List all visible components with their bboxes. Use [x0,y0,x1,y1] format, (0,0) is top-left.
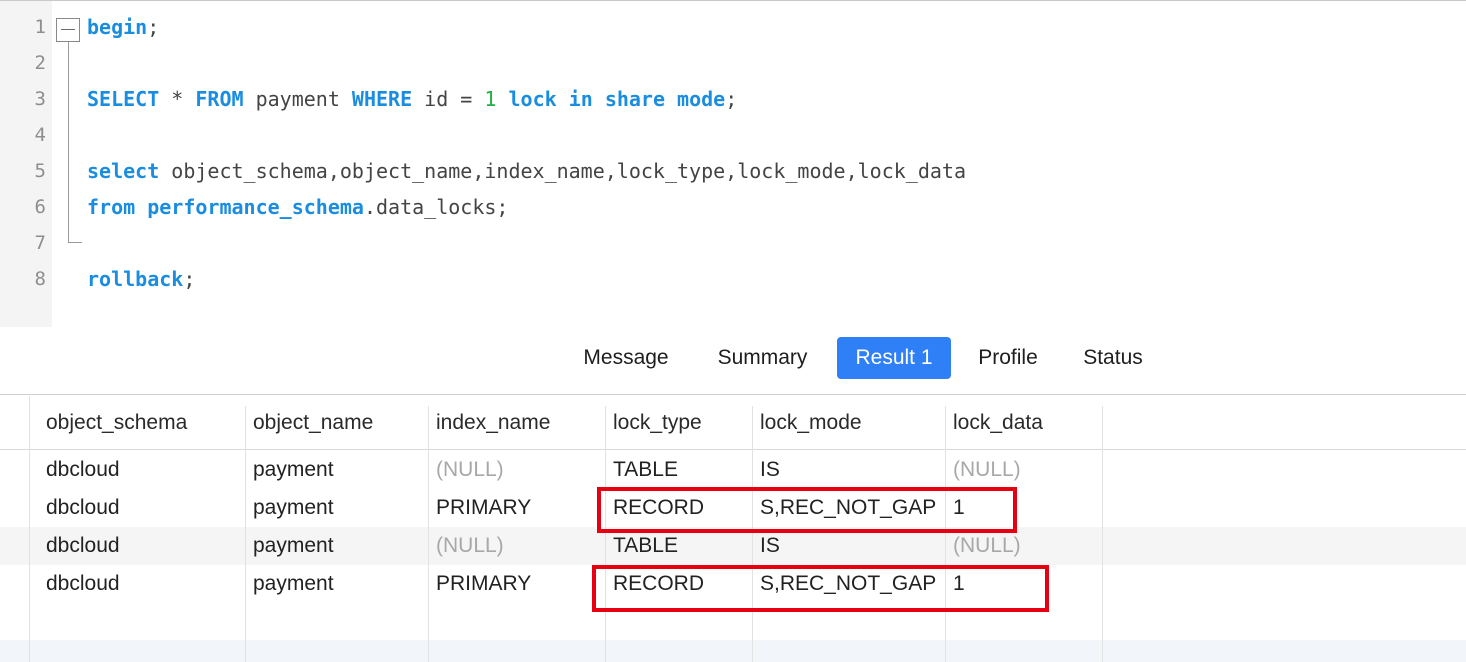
column-separator [29,396,30,662]
code-token: payment [243,87,352,111]
cell-object-name[interactable]: payment [253,458,334,481]
code-token: ; [183,267,196,291]
column-separator[interactable] [428,406,429,662]
code-token: select [87,159,160,183]
line-number: 7 [34,232,46,254]
cell-object-name[interactable]: payment [253,534,334,557]
cell-object-schema[interactable]: dbcloud [46,572,120,595]
line-number: 1 [34,16,46,38]
cell-index-name[interactable]: PRIMARY [436,496,532,519]
line-number: 3 [34,88,46,110]
column-header-lock-data[interactable]: lock_data [953,411,1043,434]
line-number-gutter: 1 2 3 4 5 6 7 8 [0,1,52,327]
column-separator[interactable] [752,406,753,662]
code-token: rollback [87,267,184,291]
cell-lock-data[interactable]: (NULL) [953,458,1021,481]
empty-row [0,640,1466,662]
tab-profile[interactable]: Profile [978,346,1038,369]
cell-lock-type[interactable]: TABLE [613,534,678,557]
result-grid[interactable]: object_schema object_name index_name loc… [0,396,1466,662]
cell-object-name[interactable]: payment [253,496,334,519]
code-token: from [87,195,136,219]
cell-lock-data[interactable]: 1 [953,572,965,595]
code-token: 1 [484,87,497,111]
result-tab-bar: Message Summary Result 1 Profile Status [0,327,1466,395]
column-header-object-schema[interactable]: object_schema [46,411,188,434]
column-header-lock-mode[interactable]: lock_mode [760,411,862,434]
cell-index-name[interactable]: (NULL) [436,534,504,557]
code-token: FROM [195,87,244,111]
code-token [496,87,508,111]
tab-result-1[interactable]: Result 1 [837,337,951,379]
column-header-lock-type[interactable]: lock_type [613,411,702,434]
code-line-3[interactable]: SELECT * FROM payment WHERE id = 1 lock … [87,81,737,117]
line-number: 6 [34,196,46,218]
cell-index-name[interactable]: PRIMARY [436,572,532,595]
column-header-index-name[interactable]: index_name [436,411,551,434]
line-number: 4 [34,124,46,146]
code-token: object_schema,object_name,index_name,loc… [159,159,966,183]
table-row[interactable]: dbcloud payment (NULL) TABLE IS (NULL) [0,451,1466,489]
cell-lock-mode[interactable]: IS [760,534,780,557]
code-token: SELECT [87,87,160,111]
cell-lock-mode[interactable]: S,REC_NOT_GAP [760,572,937,595]
column-separator[interactable] [605,406,606,662]
cell-lock-type[interactable]: TABLE [613,458,678,481]
empty-row [0,603,1466,640]
code-token [135,195,147,219]
code-token: * [159,87,196,111]
code-line-6[interactable]: from performance_schema.data_locks; [87,189,508,225]
code-line-1[interactable]: begin; [87,9,159,45]
code-token: ; [725,87,738,111]
cell-lock-data[interactable]: (NULL) [953,534,1021,557]
code-token: performance_schema [147,195,364,219]
table-row[interactable]: dbcloud payment PRIMARY RECORD S,REC_NOT… [0,489,1466,527]
cell-index-name[interactable]: (NULL) [436,458,504,481]
cell-lock-mode[interactable]: IS [760,458,780,481]
fold-collapse-icon[interactable] [56,18,80,42]
code-line-5[interactable]: select object_schema,object_name,index_n… [87,153,966,189]
code-token: id = [412,87,485,111]
fold-guide-end [68,242,82,243]
tab-summary[interactable]: Summary [717,346,808,369]
tab-message[interactable]: Message [583,346,669,369]
column-separator[interactable] [945,406,946,662]
cell-object-name[interactable]: payment [253,572,334,595]
line-number: 8 [34,268,46,290]
line-number: 2 [34,52,46,74]
cell-lock-mode[interactable]: S,REC_NOT_GAP [760,496,937,519]
fold-guide-line [68,42,69,242]
column-separator[interactable] [1102,406,1103,662]
cell-object-schema[interactable]: dbcloud [46,496,120,519]
code-token: ; [147,15,160,39]
code-token: WHERE [351,87,413,111]
cell-lock-type[interactable]: RECORD [613,572,705,595]
code-token: .data_locks; [363,195,509,219]
column-header-object-name[interactable]: object_name [253,411,374,434]
line-number: 5 [34,160,46,182]
sql-editor[interactable]: 1 2 3 4 5 6 7 8 begin; SELECT * FROM pay… [0,0,1466,328]
table-row[interactable]: dbcloud payment PRIMARY RECORD S,REC_NOT… [0,565,1466,603]
cell-lock-type[interactable]: RECORD [613,496,705,519]
tab-status[interactable]: Status [1083,346,1143,369]
table-row[interactable]: dbcloud payment (NULL) TABLE IS (NULL) [0,527,1466,565]
cell-lock-data[interactable]: 1 [953,496,965,519]
code-token: begin [87,15,148,39]
code-line-8[interactable]: rollback; [87,261,195,297]
column-separator[interactable] [245,406,246,662]
cell-object-schema[interactable]: dbcloud [46,458,120,481]
code-token: lock in share mode [508,87,726,111]
cell-object-schema[interactable]: dbcloud [46,534,120,557]
grid-header: object_schema object_name index_name loc… [0,396,1466,450]
